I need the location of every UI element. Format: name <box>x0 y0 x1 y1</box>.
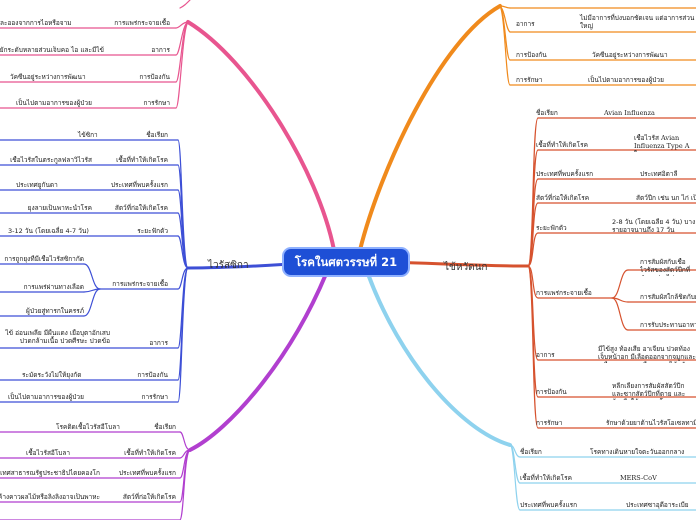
tl-label-symptom[interactable]: อาการ <box>151 46 170 54</box>
tl-value-treat[interactable]: เป็นไปตามอาการของผู้ป่วย <box>16 99 92 107</box>
bird-value-pathogen[interactable]: เชื้อไวรัส Avian Influenza Type A ในตระก… <box>634 134 690 152</box>
zika-spread-1[interactable]: การถูกยุงที่มีเชื้อไวรัสซิกากัด <box>4 255 84 263</box>
br-value-country[interactable]: ประเทศซาอุดีอาระเบีย <box>626 501 689 509</box>
bird-spread-1[interactable]: การสัมผัสกับเชื้อไวรัสของสัตว์ปีกที่ป่วย… <box>640 258 691 276</box>
tr-label-treat[interactable]: การรักษา <box>516 76 543 84</box>
zika-value-symptom[interactable]: ไข้ อ่อนเพลีย มีผื่นแดง เยื่อบุตาอักเสบ … <box>5 329 110 345</box>
bird-spread-3[interactable]: การรับประทานอาหารที่ไม่สุก <box>640 321 696 329</box>
bl-value-pathogen[interactable]: เชื้อไวรัสอีโบลา <box>26 449 71 457</box>
bl-value-vector[interactable]: ค้างคาวผลไม้หรือลิงลิงอาจเป็นพาหะ <box>0 493 100 501</box>
bird-label-spread[interactable]: การแพร่กระจายเชื้อ <box>536 289 592 297</box>
br-label-pathogen[interactable]: เชื้อที่ทำให้เกิดโรค <box>520 474 572 482</box>
zika-label-treat[interactable]: การรักษา <box>141 393 168 401</box>
central-topic[interactable]: โรคในศตวรรษที่ 21 <box>284 249 408 275</box>
bl-label-name[interactable]: ชื่อเรียก <box>154 423 176 431</box>
bl-value-country[interactable]: ประเทศสาธารณรัฐประชาธิปไตยคองโก <box>0 469 100 477</box>
zika-value-prevent[interactable]: ระมัดระวังไม่ให้ยุงกัด <box>22 371 82 379</box>
zika-label-incubation[interactable]: ระยะฟักตัว <box>137 227 168 235</box>
bird-label-treat[interactable]: การรักษา <box>536 419 563 427</box>
zika-label-spread[interactable]: การแพร่กระจายเชื้อ <box>112 280 168 288</box>
bl-label-country[interactable]: ประเทศที่พบครั้งแรก <box>118 469 176 477</box>
bird-value-prevent[interactable]: หลีกเลี่ยงการสัมผัสสัตว์ปีกและซากสัตว์ปี… <box>612 382 686 400</box>
tr-value-symptom[interactable]: ไม่มีอาการที่บ่งบอกชัดเจน แต่อาการส่วนให… <box>580 14 695 30</box>
zika-label-pathogen[interactable]: เชื้อที่ทำให้เกิดโรค <box>116 156 168 164</box>
zika-value-vector[interactable]: ยุงลายเป็นพาหะนำโรค <box>27 204 92 212</box>
br-value-pathogen[interactable]: MERS-CoV <box>620 474 657 482</box>
bird-label-incubation[interactable]: ระยะฟักตัว <box>536 224 567 232</box>
bird-value-treat[interactable]: รักษาด้วยยาต้านไวรัสโอเซลทามิเวียร์ <box>606 419 696 427</box>
tl-label-treat[interactable]: การรักษา <box>143 99 170 107</box>
bird-label-prevent[interactable]: การป้องกัน <box>536 388 567 396</box>
zika-value-name[interactable]: ไข้ซิกา <box>78 131 98 139</box>
br-label-name[interactable]: ชื่อเรียก <box>520 448 542 456</box>
zika-value-country[interactable]: ประเทศยูกันดา <box>16 181 58 189</box>
bl-label-pathogen[interactable]: เชื้อที่ทำให้เกิดโรค <box>124 449 176 457</box>
branch-bird-flu[interactable]: ไข้หวัดนก <box>444 262 488 273</box>
tr-label-symptom[interactable]: อาการ <box>516 20 535 28</box>
zika-label-symptom[interactable]: อาการ <box>149 339 168 347</box>
bird-spread-2[interactable]: การสัมผัสใกล้ชิดกับผู้ป่วย <box>640 293 696 301</box>
bird-value-name[interactable]: Avian Influenza <box>604 109 655 117</box>
zika-value-incubation[interactable]: 3-12 วัน (โดยเฉลี่ย 4-7 วัน) <box>8 227 89 235</box>
br-label-country[interactable]: ประเทศที่พบครั้งแรก <box>520 501 578 509</box>
bird-label-symptom[interactable]: อาการ <box>536 351 555 359</box>
zika-label-vector[interactable]: สัตว์ที่ก่อให้เกิดโรค <box>114 204 168 212</box>
bird-label-pathogen[interactable]: เชื้อที่ทำให้เกิดโรค <box>536 141 588 149</box>
br-value-name[interactable]: โรคทางเดินหายใจตะวันออกกลาง <box>590 448 685 456</box>
zika-value-treat[interactable]: เป็นไปตามอาการของผู้ป่วย <box>8 393 84 401</box>
tr-label-prevent[interactable]: การป้องกัน <box>516 51 547 59</box>
tr-value-treat[interactable]: เป็นไปตามอาการของผู้ป่วย <box>588 76 664 84</box>
bl-label-vector[interactable]: สัตว์ที่ก่อให้เกิดโรค <box>122 493 176 501</box>
zika-spread-2[interactable]: การแพร่ผ่านทางเลือด <box>23 283 84 291</box>
bird-value-incubation[interactable]: 2-8 วัน (โดยเฉลี่ย 4 วัน) บางรายอาจนานถึ… <box>612 218 696 234</box>
bird-label-vector[interactable]: สัตว์ที่ก่อให้เกิดโรค <box>536 194 590 202</box>
branch-zika[interactable]: ไวรัสซิกา <box>208 260 249 271</box>
tr-value-prevent[interactable]: วัคซีนอยู่ระหว่างการพัฒนา <box>592 51 668 59</box>
tl-label-prevent[interactable]: การป้องกัน <box>139 73 170 81</box>
zika-label-prevent[interactable]: การป้องกัน <box>137 371 168 379</box>
bird-label-country[interactable]: ประเทศที่พบครั้งแรก <box>536 170 594 178</box>
tl-value-prevent[interactable]: วัคซีนอยู่ระหว่างการพัฒนา <box>10 73 86 81</box>
zika-spread-3[interactable]: ผู้ป่วยสู่ทารกในครรภ์ <box>26 307 84 315</box>
tl-value-symptom[interactable]: ไข้สูงมากยักระดับหลายส่วนเจ็บคอ ไอ และมี… <box>0 46 104 54</box>
bird-label-name[interactable]: ชื่อเรียก <box>536 109 558 117</box>
bird-value-symptom[interactable]: มีไข้สูง ท้องเสีย อาเจียน ปวดท้อง เจ็บหน… <box>598 345 696 363</box>
bird-value-vector[interactable]: สัตว์ปีก เช่น นก ไก่ เป็ด <box>636 194 696 202</box>
zika-label-name[interactable]: ชื่อเรียก <box>146 131 168 139</box>
tl-value-spread[interactable]: ละอองจากการไอหรือจาม <box>0 19 72 27</box>
bl-value-name[interactable]: โรคติดเชื้อไวรัสอีโบลา <box>56 423 120 431</box>
tl-label-spread[interactable]: การแพร่กระจายเชื้อ <box>114 19 170 27</box>
zika-label-country[interactable]: ประเทศที่พบครั้งแรก <box>110 181 168 189</box>
bird-value-country[interactable]: ประเทศอิตาลี <box>640 170 678 178</box>
zika-value-pathogen[interactable]: เชื้อไวรัสในตระกูลฟลาวิไวรัส <box>10 156 92 164</box>
